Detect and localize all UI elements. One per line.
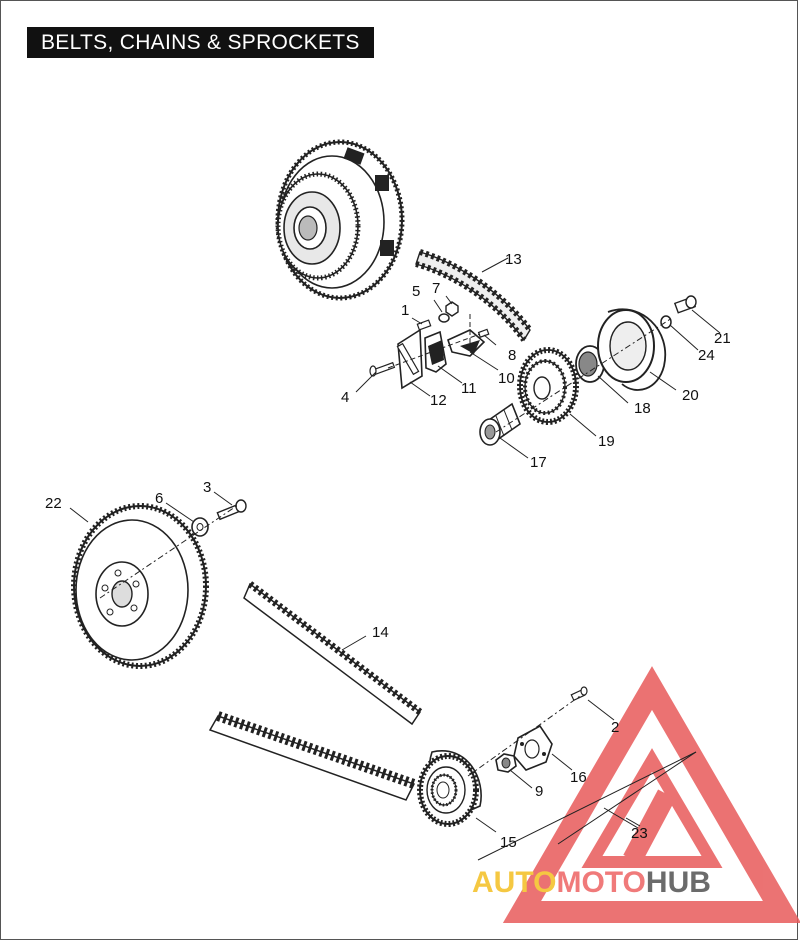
sprocket-spacer [575, 345, 605, 383]
rear-belt-pulley [71, 503, 209, 669]
callout-10: 10 [498, 370, 515, 387]
callout-24: 24 [698, 347, 715, 364]
watermark-part-auto: AUTO [472, 866, 556, 899]
engine-sprocket [517, 347, 579, 425]
page-title: BELTS, CHAINS & SPROCKETS [27, 27, 374, 58]
pulley-nut [495, 753, 517, 773]
callout-13: 13 [505, 251, 522, 268]
chain-adjuster-bracket [396, 328, 423, 390]
callout-leaders [69, 257, 721, 833]
callout-20: 20 [682, 387, 699, 404]
small-hardware [416, 301, 490, 338]
callout-15: 15 [500, 834, 517, 851]
alignment-lines [99, 314, 697, 861]
tensioner-pad [447, 329, 486, 357]
lock-plate [513, 724, 553, 771]
callout-5: 5 [412, 283, 420, 300]
rotor-bolt [673, 295, 697, 314]
callout-4: 4 [341, 389, 349, 406]
callout-17: 17 [530, 454, 547, 471]
watermark-logo-icon [502, 666, 800, 923]
callout-7: 7 [432, 280, 440, 297]
callout-6: 6 [155, 490, 163, 507]
watermark-part-hub: HUB [646, 866, 711, 899]
primary-chain [415, 249, 533, 342]
transmission-pulley [417, 750, 482, 827]
lock-screw [570, 686, 588, 702]
callout-23: 23 [631, 825, 648, 842]
compensator-rotor [597, 308, 667, 391]
callout-22: 22 [45, 495, 62, 512]
callout-8: 8 [508, 347, 516, 364]
sprocket-hub [479, 402, 521, 446]
rotor-washer [660, 315, 672, 329]
callout-21: 21 [714, 330, 731, 347]
callout-2: 2 [611, 719, 619, 736]
callout-labels: 1 2 3 4 5 6 7 8 9 10 11 12 13 14 15 16 1… [45, 251, 731, 851]
pulley-washer [191, 517, 209, 537]
callout-12: 12 [430, 392, 447, 409]
chain-tensioner-shoe [424, 330, 447, 373]
callout-19: 19 [598, 433, 615, 450]
watermark-text: AUTOMOTOHUB [472, 866, 711, 899]
callout-3: 3 [203, 479, 211, 496]
callout-9: 9 [535, 783, 543, 800]
callout-18: 18 [634, 400, 651, 417]
callout-11: 11 [461, 380, 477, 397]
callout-16: 16 [570, 769, 587, 786]
clutch-sprocket-assembly [275, 139, 405, 301]
watermark-part-moto: MOTO [556, 866, 645, 899]
callout-14: 14 [372, 624, 389, 641]
adjuster-bolt [369, 361, 396, 377]
drive-belt [208, 581, 423, 801]
callout-1: 1 [401, 302, 409, 319]
